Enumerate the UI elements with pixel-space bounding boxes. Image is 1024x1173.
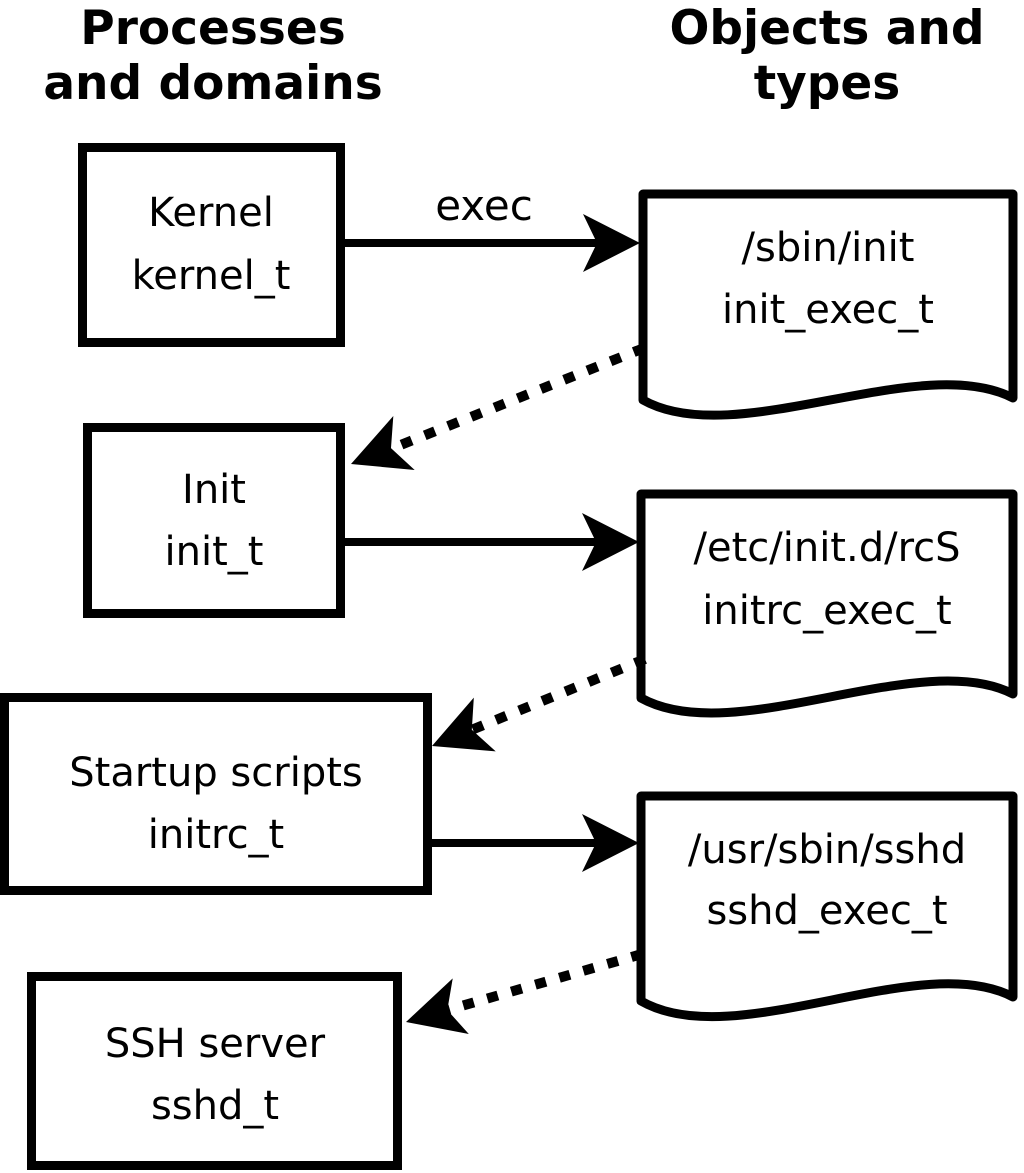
transition-arrow-dotted-line [386,343,646,455]
process-node-startup-scripts-domain: initrc_t [148,812,285,858]
process-node-init-box [83,423,345,618]
dotted-arrowhead-icon [406,978,469,1035]
object-node-sbin-init: /sbin/init init_exec_t [638,189,1018,420]
process-node-startup-scripts-box [0,693,432,895]
process-node-kernel-name: Kernel [148,190,274,236]
object-node-usr-sbin-sshd-document [636,791,1018,1022]
dotted-arrowhead-icon [351,416,415,470]
exec-arrow-label: exec [435,181,533,230]
solid-arrowhead-icon [582,814,639,872]
header-left-line1: Processes [80,1,345,56]
object-node-usr-sbin-sshd-path: /usr/sbin/sshd [688,827,966,873]
process-node-startup-scripts-name: Startup scripts [69,750,362,796]
process-node-init-domain: init_t [165,529,264,575]
dotted-arrowhead-icon [432,697,496,752]
solid-arrowhead-icon [582,513,639,571]
process-node-kernel-domain: kernel_t [132,253,291,299]
transition-arrow-rcs-to-startup [432,654,647,752]
column-header-processes: Processes and domains [43,1,382,111]
process-node-kernel: Kernel kernel_t [78,143,345,347]
process-node-init-name: Init [182,467,246,513]
exec-arrow-init-to-rcs [345,513,639,571]
object-node-etc-initd-rcs-path: /etc/init.d/rcS [693,525,960,571]
process-node-startup-scripts: Startup scripts initrc_t [0,693,432,895]
header-right-line1: Objects and [669,1,984,56]
exec-arrow-startup-to-sshd [427,814,639,872]
column-header-objects: Objects and types [669,1,984,111]
header-left-line2: and domains [43,56,382,111]
process-node-ssh-server-domain: sshd_t [151,1083,279,1129]
header-right-line2: types [754,56,901,111]
object-node-usr-sbin-sshd-type: sshd_exec_t [706,888,947,934]
solid-arrowhead-icon [583,214,640,272]
object-node-etc-initd-rcs-type: initrc_exec_t [702,588,951,634]
transition-arrow-dotted-line [467,654,647,736]
object-node-sbin-init-path: /sbin/init [742,225,915,271]
object-node-usr-sbin-sshd: /usr/sbin/sshd sshd_exec_t [636,791,1018,1022]
transition-arrow-dotted-line [442,949,644,1016]
object-node-etc-initd-rcs-document [636,489,1018,718]
process-node-ssh-server: SSH server sshd_t [27,972,402,1170]
exec-arrow-kernel-to-sbin-init: exec [345,181,640,272]
process-node-ssh-server-name: SSH server [105,1021,326,1067]
process-node-ssh-server-box [27,972,402,1170]
object-node-sbin-init-document [638,189,1018,420]
object-node-etc-initd-rcs: /etc/init.d/rcS initrc_exec_t [636,489,1018,718]
object-node-sbin-init-type: init_exec_t [722,287,934,333]
process-node-init: Init init_t [83,423,345,618]
transition-arrow-sshd-to-ssh-server [406,949,644,1035]
process-node-kernel-box [78,143,345,347]
transition-arrow-sbin-init-to-init [351,343,646,470]
